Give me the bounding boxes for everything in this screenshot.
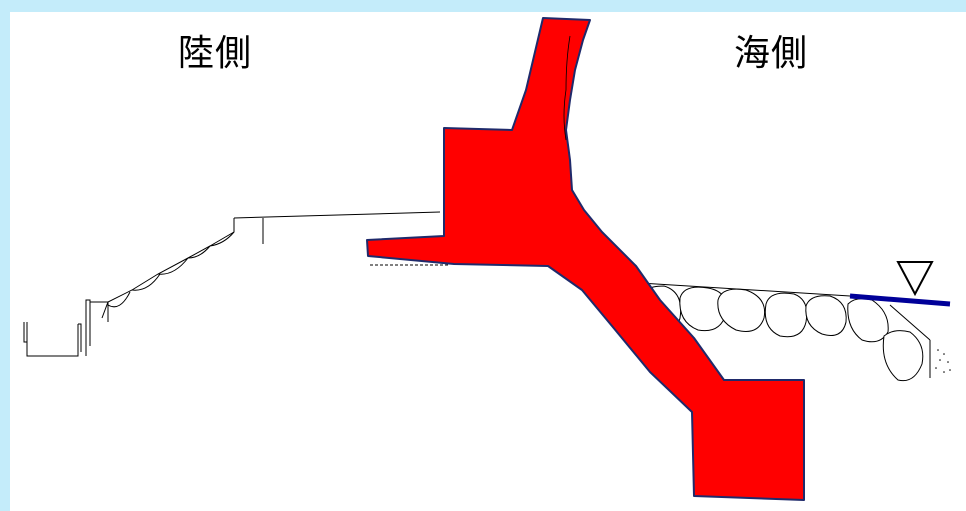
red-structure xyxy=(366,17,805,501)
land-side-slope xyxy=(101,211,441,322)
sea-side-label: 海側 xyxy=(734,33,809,74)
sand-stipple xyxy=(935,349,951,373)
land-side-ditch xyxy=(23,299,108,357)
land-side-label: 陸側 xyxy=(178,33,253,74)
structure-inner-line xyxy=(563,35,571,141)
water-surface-line xyxy=(849,293,951,307)
water-level-marker-icon xyxy=(896,261,934,297)
